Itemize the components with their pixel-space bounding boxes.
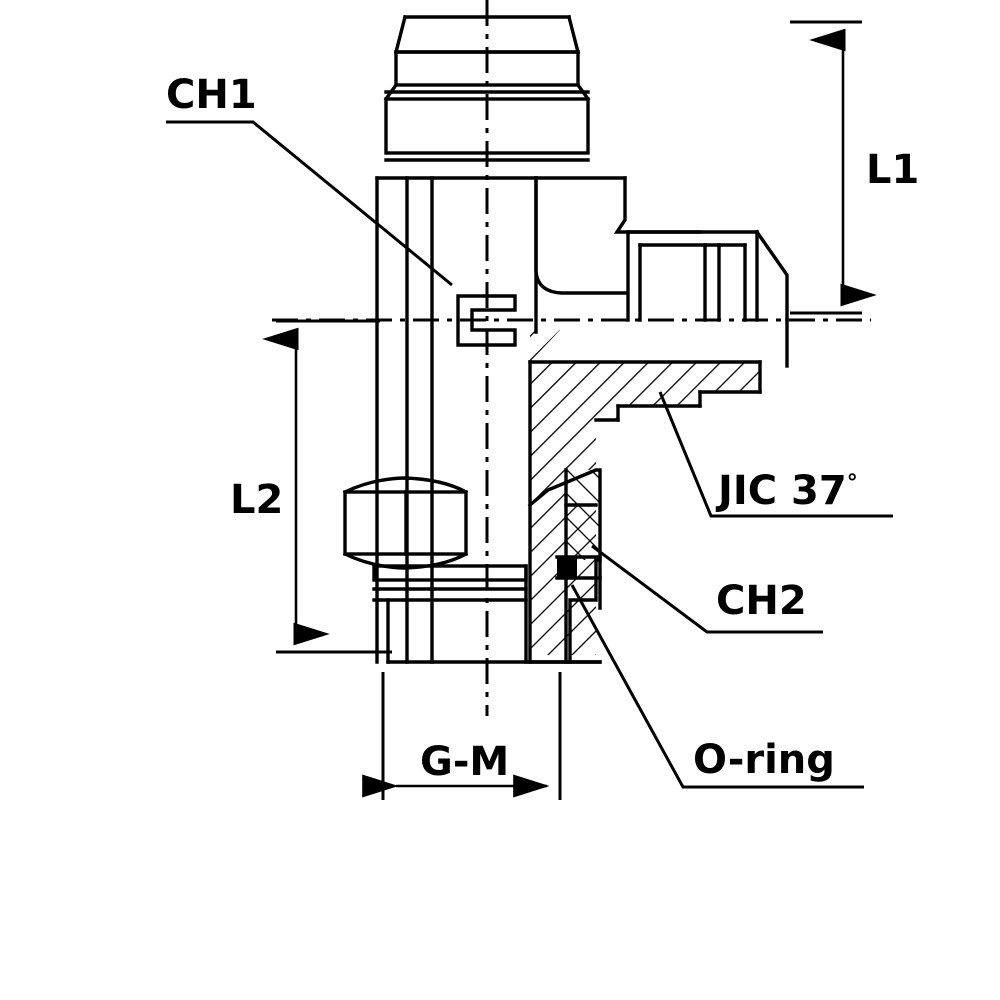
top-collar [394, 50, 580, 87]
leader-ch2 [591, 544, 823, 634]
label-ch1: CH1 [166, 72, 257, 118]
hport-cone-upper [754, 229, 789, 322]
leader-oring [570, 584, 864, 789]
ch1-leader-line [166, 120, 453, 287]
dimension-gm [362, 672, 562, 800]
jic-leader-line [658, 391, 893, 518]
fitting-outlines [342, 14, 789, 664]
leader-ch1 [166, 120, 453, 287]
hatch-hex-column [566, 470, 600, 560]
ch2-leader-line [591, 544, 823, 634]
nut-chamfer-bottom [342, 551, 469, 570]
leader-jic37 [658, 391, 893, 518]
center-detail-bracket [456, 294, 517, 347]
dimension-label-gm: G-M [420, 739, 509, 785]
body-inner-curve [534, 176, 627, 295]
top-thread-block [384, 97, 590, 155]
dimension-label-l1: L1 [866, 147, 919, 193]
section-hatching [530, 330, 760, 655]
oring-leader-line [570, 584, 864, 789]
hatch-body-lower [530, 362, 760, 505]
label-jic37-text: JIC 37 [715, 468, 847, 514]
hatch-throat [530, 330, 560, 362]
label-jic37-degree: ° [847, 471, 858, 496]
top-cone-left [393, 14, 408, 55]
dimension-label-l2: L2 [230, 477, 283, 523]
label-jic37: JIC 37° [715, 468, 858, 514]
nut-chamfer-top [342, 476, 469, 495]
dimension-l2 [262, 319, 392, 654]
label-ch2: CH2 [716, 578, 807, 624]
top-cone-right [566, 14, 581, 55]
dimension-l1 [790, 20, 877, 315]
label-oring: O-ring [693, 737, 835, 783]
o-ring-marker [557, 557, 577, 578]
